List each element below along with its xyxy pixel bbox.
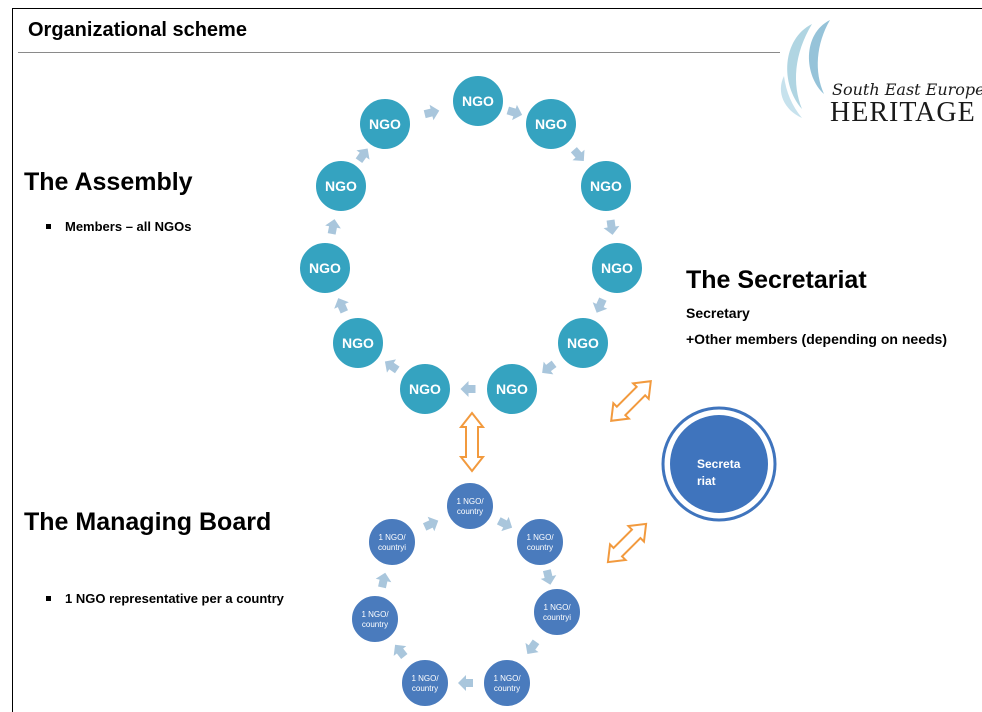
bullet-square-icon bbox=[46, 224, 51, 230]
assembly-cycle-arrow bbox=[570, 147, 585, 161]
board-node-label: country bbox=[362, 620, 388, 629]
assembly-heading: The Assembly bbox=[24, 168, 193, 196]
board-node-label: country bbox=[494, 684, 520, 693]
board-node-label: country bbox=[457, 507, 483, 516]
board-node: 1 NGO/country bbox=[482, 658, 532, 708]
board-cycle-arrow bbox=[375, 572, 392, 589]
assembly-node: NGO bbox=[314, 159, 368, 213]
managing-board-bullet-text: 1 NGO representative per a country bbox=[65, 591, 284, 606]
assembly-node: NGO bbox=[590, 241, 644, 295]
bullet-square-icon bbox=[46, 596, 51, 602]
assembly-node-label: NGO bbox=[342, 335, 374, 351]
assembly-node-label: NGO bbox=[309, 260, 341, 276]
secretariat-heading: The Secretariat bbox=[686, 266, 867, 294]
assembly-node: NGO bbox=[331, 316, 385, 370]
board-node-label: 1 NGO/ bbox=[526, 533, 554, 542]
board-cycle-arrow bbox=[540, 569, 557, 585]
secretariat-line2: +Other members (depending on needs) bbox=[686, 331, 947, 347]
assembly-node: NGO bbox=[298, 241, 352, 295]
assembly-cycle-arrow bbox=[506, 104, 523, 121]
assembly-node: NGO bbox=[524, 97, 578, 151]
board-cycle-arrow bbox=[393, 644, 408, 659]
board-node-label: countryi bbox=[543, 613, 571, 622]
logo-swirl-icon bbox=[780, 20, 830, 118]
board-node: 1 NGO/country bbox=[445, 481, 495, 531]
board-node-label: 1 NGO/ bbox=[378, 533, 406, 542]
board-node: 1 NGO/country bbox=[515, 517, 565, 567]
assembly-node: NGO bbox=[451, 74, 505, 128]
assembly-cycle-arrow bbox=[325, 219, 341, 235]
assembly-cycle-arrow bbox=[334, 298, 349, 314]
board-node-label: 1 NGO/ bbox=[543, 603, 571, 612]
slide-frame bbox=[12, 8, 982, 712]
secretariat-line1: Secretary bbox=[686, 305, 750, 321]
board-node-label: country bbox=[527, 543, 553, 552]
managing-board-heading: The Managing Board bbox=[24, 508, 272, 536]
board-cycle-arrow bbox=[422, 516, 439, 532]
assembly-node: NGO bbox=[485, 362, 539, 416]
assembly-node-label: NGO bbox=[325, 178, 357, 194]
assembly-node-label: NGO bbox=[409, 381, 441, 397]
assembly-node: NGO bbox=[358, 97, 412, 151]
secretariat-node-label: Secreta bbox=[697, 457, 741, 471]
assembly-node-label: NGO bbox=[567, 335, 599, 351]
assembly-cycle-arrow bbox=[384, 359, 400, 374]
board-node-label: 1 NGO/ bbox=[456, 497, 484, 506]
assembly-node-label: NGO bbox=[535, 116, 567, 132]
assembly-bullet: Members – all NGOs bbox=[46, 219, 191, 234]
assembly-bullet-text: Members – all NGOs bbox=[65, 219, 192, 234]
assembly-node-label: NGO bbox=[462, 93, 494, 109]
board-node-label: 1 NGO/ bbox=[493, 674, 521, 683]
assembly-cycle-arrow bbox=[423, 104, 440, 121]
secretariat-node: Secreta riat bbox=[661, 406, 777, 522]
board-node: 1 NGO/country bbox=[400, 658, 450, 708]
board-node-label: 1 NGO/ bbox=[411, 674, 439, 683]
assembly-cycle-arrow bbox=[603, 219, 620, 235]
board-node: 1 NGO/countryi bbox=[367, 517, 417, 567]
assembly-cycle-arrow bbox=[592, 297, 608, 313]
assembly-node: NGO bbox=[398, 362, 452, 416]
assembly-secretariat-link-arrow bbox=[610, 380, 652, 422]
assembly-cycle-arrow bbox=[542, 360, 557, 375]
secretariat-node-label: riat bbox=[697, 474, 716, 488]
assembly-node-label: NGO bbox=[601, 260, 633, 276]
board-cycle-arrow bbox=[458, 675, 473, 691]
assembly-node-label: NGO bbox=[496, 381, 528, 397]
board-node: 1 NGO/countryi bbox=[532, 587, 582, 637]
assembly-node: NGO bbox=[579, 159, 633, 213]
board-node-label: 1 NGO/ bbox=[361, 610, 389, 619]
assembly-node-label: NGO bbox=[590, 178, 622, 194]
board-secretariat-link-arrow bbox=[606, 522, 648, 564]
title-divider bbox=[18, 52, 780, 53]
board-cycle-arrow bbox=[525, 639, 540, 655]
assembly-node-label: NGO bbox=[369, 116, 401, 132]
logo-line2: HERITAGE bbox=[830, 97, 976, 128]
board-node: 1 NGO/country bbox=[350, 594, 400, 644]
assembly-cycle-arrow bbox=[355, 148, 370, 164]
logo-line1: South East European bbox=[832, 80, 982, 99]
assembly-node: NGO bbox=[556, 316, 610, 370]
assembly-board-link-arrow bbox=[458, 411, 486, 473]
board-node-label: country bbox=[412, 684, 438, 693]
managing-board-bullet: 1 NGO representative per a country bbox=[46, 591, 284, 606]
assembly-cycle-arrow bbox=[460, 381, 476, 397]
board-node-label: countryi bbox=[378, 543, 406, 552]
page-title: Organizational scheme bbox=[28, 19, 247, 41]
board-cycle-arrow bbox=[496, 516, 513, 532]
